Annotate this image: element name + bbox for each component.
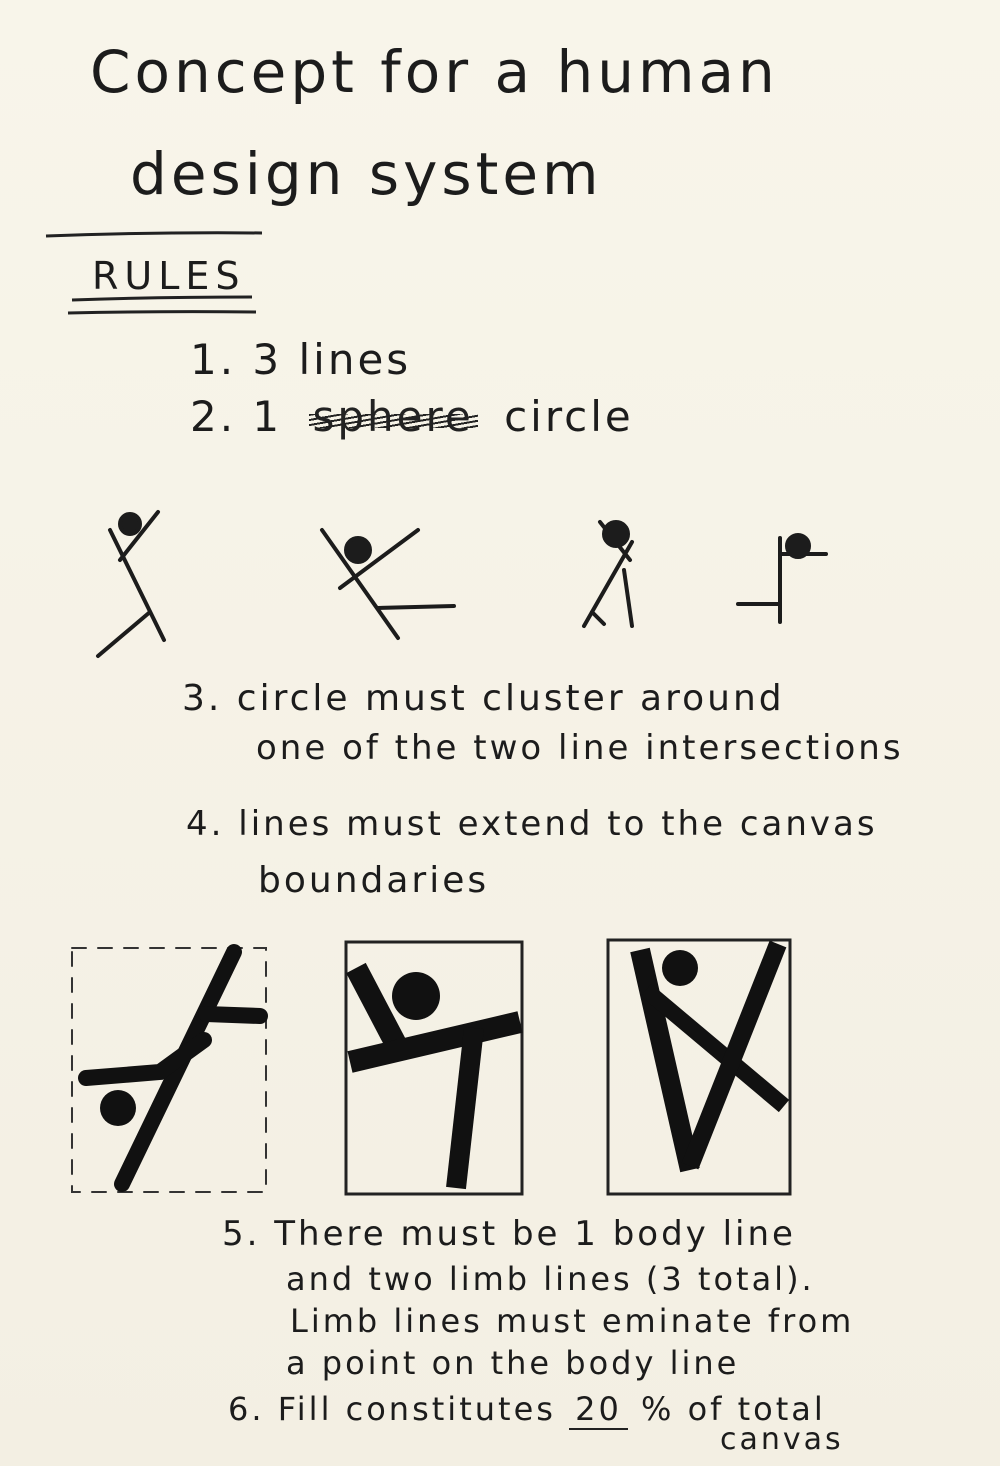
rules-heading: RULES — [92, 254, 246, 298]
figure-sketches-row — [96, 510, 828, 658]
rule-5-line1: 5. There must be 1 body line — [222, 1214, 796, 1254]
figure-sketch-1 — [96, 510, 166, 658]
figure-sketch-4 — [736, 533, 828, 624]
rule-6-line1: 6. Fill constitutes 20 % of total — [228, 1390, 826, 1430]
rule-5-line2: and two limb lines (3 total). — [286, 1260, 815, 1298]
canvas-example-1 — [71, 944, 268, 1193]
rule-2-struck-word: sphere — [308, 392, 478, 441]
rule-6-line2: canvas — [720, 1422, 844, 1457]
rule-2-prefix: 2. 1 — [190, 392, 283, 441]
rule-2: 2. 1 sphere circle — [190, 392, 634, 441]
figure-sketch-3 — [582, 520, 634, 628]
rule-6-prefix: 6. Fill constitutes — [228, 1390, 556, 1428]
canvas-example-2 — [344, 940, 524, 1196]
rule-5-line4: a point on the body line — [286, 1344, 740, 1382]
rule-3-line1: 3. circle must cluster around — [182, 678, 785, 719]
rule-4-line1: 4. lines must extend to the canvas — [186, 804, 878, 844]
title-underline — [45, 231, 263, 315]
rule-1: 1. 3 lines — [190, 335, 412, 384]
page-title-line1: Concept for a human — [90, 38, 779, 106]
rule-2-suffix: circle — [504, 392, 634, 441]
rule-5-line3: Limb lines must eminate from — [290, 1302, 855, 1340]
figure-sketch-2 — [320, 528, 456, 640]
rule-6-suffix: % of total — [640, 1390, 826, 1428]
page-title-line2: design system — [130, 140, 603, 208]
rule-4-line2: boundaries — [258, 860, 490, 901]
canvas-examples-row — [71, 938, 792, 1196]
rule-3-line2: one of the two line intersections — [256, 728, 904, 768]
rule-6-fill-value: 20 — [569, 1390, 628, 1430]
canvas-example-3 — [606, 938, 792, 1196]
